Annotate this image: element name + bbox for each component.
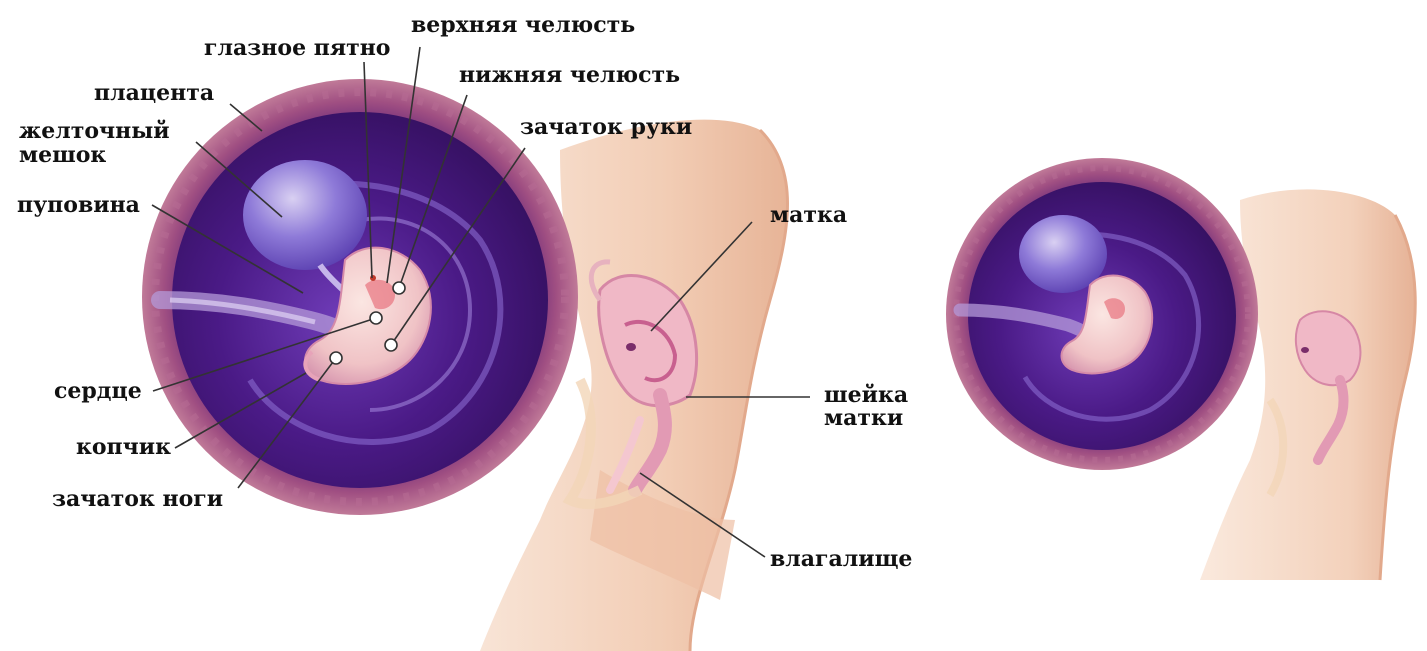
label-eye-spot: глазное пятно xyxy=(204,35,390,61)
dot-arm-bud xyxy=(385,339,397,351)
eye-spot-mark xyxy=(370,275,376,281)
dot-heart xyxy=(370,312,382,324)
magnified-circle-small xyxy=(946,158,1258,470)
label-placenta: плацента xyxy=(94,80,214,106)
label-vagina: влагалище xyxy=(770,546,912,572)
dot-leg-bud xyxy=(330,352,342,364)
label-coccyx: копчик xyxy=(76,434,171,460)
label-leg-bud: зачаток ноги xyxy=(52,486,223,512)
dot-lower-jaw xyxy=(393,282,405,294)
yolk-sac xyxy=(243,160,367,270)
label-upper-jaw: верхняя челюсть xyxy=(411,12,635,38)
label-yolk-sac-1: желточный xyxy=(19,118,170,144)
label-arm-bud: зачаток руки xyxy=(520,114,692,140)
uterus-small-dot xyxy=(1301,347,1309,353)
label-umbilical-cord: пуповина xyxy=(17,192,140,218)
label-yolk-sac-2: мешок xyxy=(19,142,106,168)
uterus-dot xyxy=(626,343,636,351)
label-uterus: матка xyxy=(770,202,847,228)
magnified-circle-large xyxy=(142,79,578,515)
label-lower-jaw: нижняя челюсть xyxy=(459,62,680,88)
label-cervix-2: матки xyxy=(824,405,903,431)
label-heart: сердце xyxy=(54,378,142,404)
